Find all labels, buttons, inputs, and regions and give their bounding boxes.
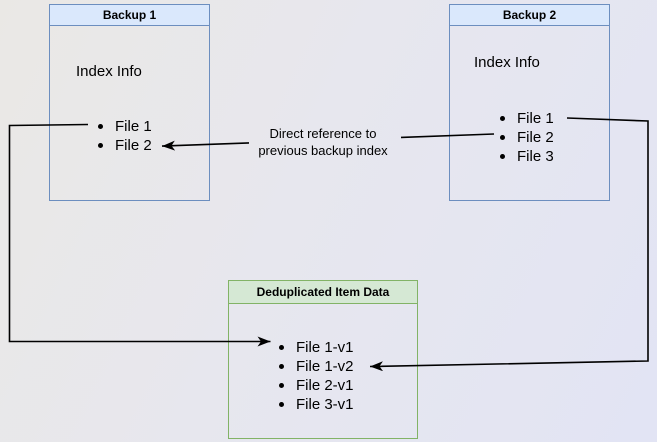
- file-label: File 1-v1: [296, 339, 354, 356]
- bullet-icon: [279, 402, 284, 407]
- dedup-title: Deduplicated Item Data: [229, 281, 417, 304]
- bullet-icon: [279, 364, 284, 369]
- backup2-box: Backup 2 Index Info File 1 File 2 File 3: [449, 4, 610, 201]
- list-item: File 1-v2: [279, 357, 354, 376]
- file-label: File 2: [115, 137, 152, 154]
- bullet-icon: [500, 135, 505, 140]
- list-item: File 2: [500, 128, 554, 147]
- bullet-icon: [98, 143, 103, 148]
- file-label: File 2-v1: [296, 377, 354, 394]
- file-label: File 1: [115, 118, 152, 135]
- backup2-file-list: File 1 File 2 File 3: [500, 109, 554, 166]
- list-item: File 3-v1: [279, 395, 354, 414]
- dedup-box: Deduplicated Item Data File 1-v1 File 1-…: [228, 280, 418, 439]
- bullet-icon: [500, 154, 505, 159]
- list-item: File 2-v1: [279, 376, 354, 395]
- annotation-line1: Direct reference to: [269, 126, 377, 141]
- bullet-icon: [98, 124, 103, 129]
- list-item: File 1: [98, 117, 152, 136]
- file-label: File 2: [517, 129, 554, 146]
- bullet-icon: [279, 345, 284, 350]
- list-item: File 1-v1: [279, 338, 354, 357]
- file-label: File 1-v2: [296, 358, 354, 375]
- list-item: File 1: [500, 109, 554, 128]
- backup1-file-list: File 1 File 2: [98, 117, 152, 155]
- annotation-line2: previous backup index: [258, 142, 388, 158]
- backup1-box: Backup 1 Index Info File 1 File 2: [49, 4, 210, 201]
- file-label: File 3: [517, 148, 554, 165]
- backup2-title: Backup 2: [450, 5, 609, 26]
- list-item: File 3: [500, 147, 554, 166]
- backup1-title: Backup 1: [50, 5, 209, 26]
- file-label: File 1: [517, 110, 554, 127]
- file-label: File 3-v1: [296, 396, 354, 413]
- bullet-icon: [279, 383, 284, 388]
- list-item: File 2: [98, 136, 152, 155]
- bullet-icon: [500, 116, 505, 121]
- dedup-file-list: File 1-v1 File 1-v2 File 2-v1 File 3-v1: [279, 338, 354, 414]
- backup2-index-info-label: Index Info: [474, 54, 540, 71]
- backup1-index-info-label: Index Info: [76, 63, 142, 80]
- reference-annotation: Direct reference to previous backup inde…: [213, 126, 433, 159]
